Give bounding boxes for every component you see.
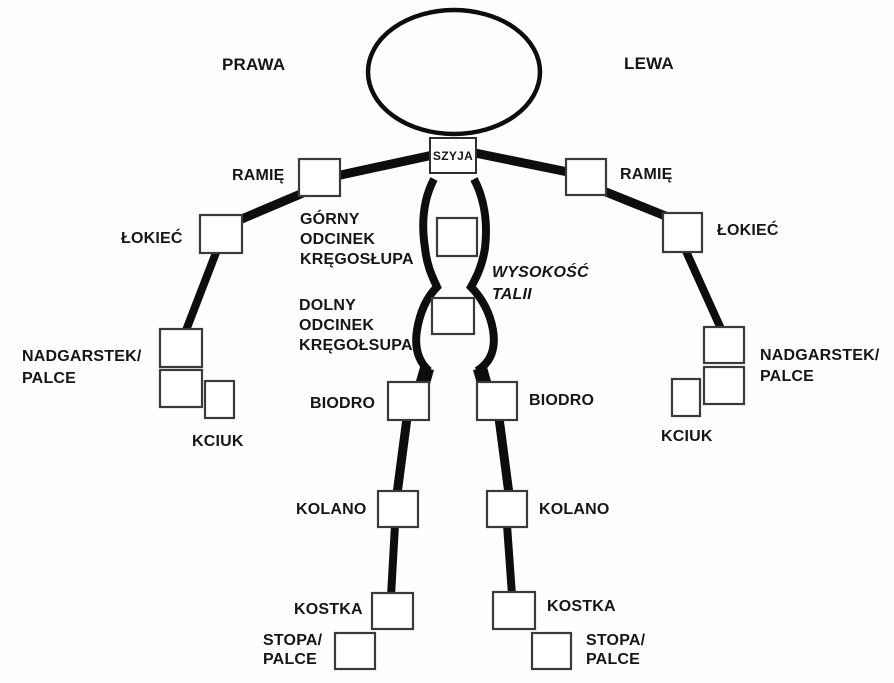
joint-box-right-wrist [702,325,746,365]
joint-box-left-wrist [158,327,204,369]
label-lower-spine: DOLNY ODCINEK KRĘGOŁSUPA [299,297,413,354]
joint-box-right-knee [485,489,529,529]
bone-left-thigh [392,417,412,495]
torso-outline-left [412,177,442,374]
label-shoulder-right: RAMIĘ [620,166,673,183]
joint-box-lower-spine [430,296,476,336]
joint-box-right-ankle [491,590,537,631]
label-thumb-right: KCIUK [661,428,713,445]
label-elbow-left: ŁOKIEĆ [121,230,183,247]
label-knee-left: KOLANO [296,501,367,518]
pelvis-wedge-left [416,367,434,384]
bone-left-forearm [181,248,221,335]
label-hip-right: BIODRO [529,392,595,409]
head-ellipse [365,7,543,137]
label-upper-spine: GÓRNY ODCINEK KRĘGOSŁUPA [300,211,414,268]
neck-label: SZYJA [432,148,474,163]
bone-right-upper-arm [599,185,670,222]
label-foot-right: STOPA/ PALCE [586,632,646,668]
joint-box-left-hip [386,380,431,422]
label-thumb-left: KCIUK [192,433,244,450]
side-label-lewa: LEWA [624,54,674,73]
joint-box-right-shoulder [564,157,608,197]
label-wrist-fingers-left: NADGARSTEK/ PALCE [22,348,142,387]
label-ankle-left: KOSTKA [294,601,363,618]
joint-box-left-knee [376,489,420,529]
bone-left-shin [387,524,399,597]
joint-box-right-hip [475,380,519,422]
joint-box-left-ankle [370,591,415,631]
joint-box-upper-spine [435,216,479,258]
torso-outline-right [466,177,498,375]
pelvis-wedge-right [473,367,491,384]
label-shoulder-left: RAMIĘ [232,167,285,184]
joint-box-right-thumb [670,377,702,418]
bone-neck-to-left-shoulder [335,150,434,181]
joint-box-left-shoulder [297,157,342,198]
label-knee-right: KOLANO [539,501,610,518]
label-elbow-right: ŁOKIEĆ [717,222,779,239]
label-hip-left: BIODRO [310,395,376,412]
joint-box-left-thumb [203,379,236,420]
label-wrist-fingers-right: NADGARSTEK/ PALCE [760,347,880,385]
label-foot-left: STOPA/ PALCE [263,632,323,668]
bone-left-upper-arm [235,188,305,226]
joint-box-left-fingers [158,368,204,409]
bone-right-thigh [494,417,514,495]
bone-right-shin [503,524,516,596]
neck-box: SZYJA [429,137,477,174]
joint-box-right-fingers [702,365,746,406]
joint-box-right-elbow [661,211,704,254]
joint-box-left-elbow [198,213,244,255]
label-ankle-right: KOSTKA [547,598,616,615]
bone-right-forearm [681,247,726,333]
joint-box-right-foot [530,631,573,671]
side-label-prawa: PRAWA [222,55,286,74]
bone-neck-to-right-shoulder [474,148,569,177]
joint-box-left-foot [333,631,377,671]
label-waist-height: WYSOKOŚĆ TALII [492,264,589,303]
